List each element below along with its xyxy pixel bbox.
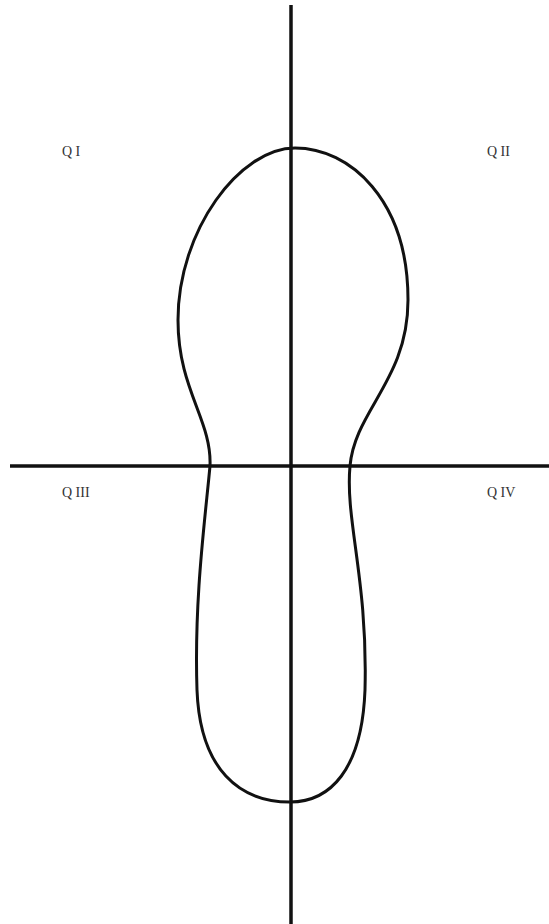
horizontal-axis [10, 464, 549, 468]
foot-outline [178, 148, 408, 802]
quadrant-label: Q IV [487, 486, 515, 500]
quadrant-label: Q II [487, 145, 510, 159]
quadrant-label: Q III [62, 486, 90, 500]
quadrant-label: Q I [62, 145, 80, 159]
